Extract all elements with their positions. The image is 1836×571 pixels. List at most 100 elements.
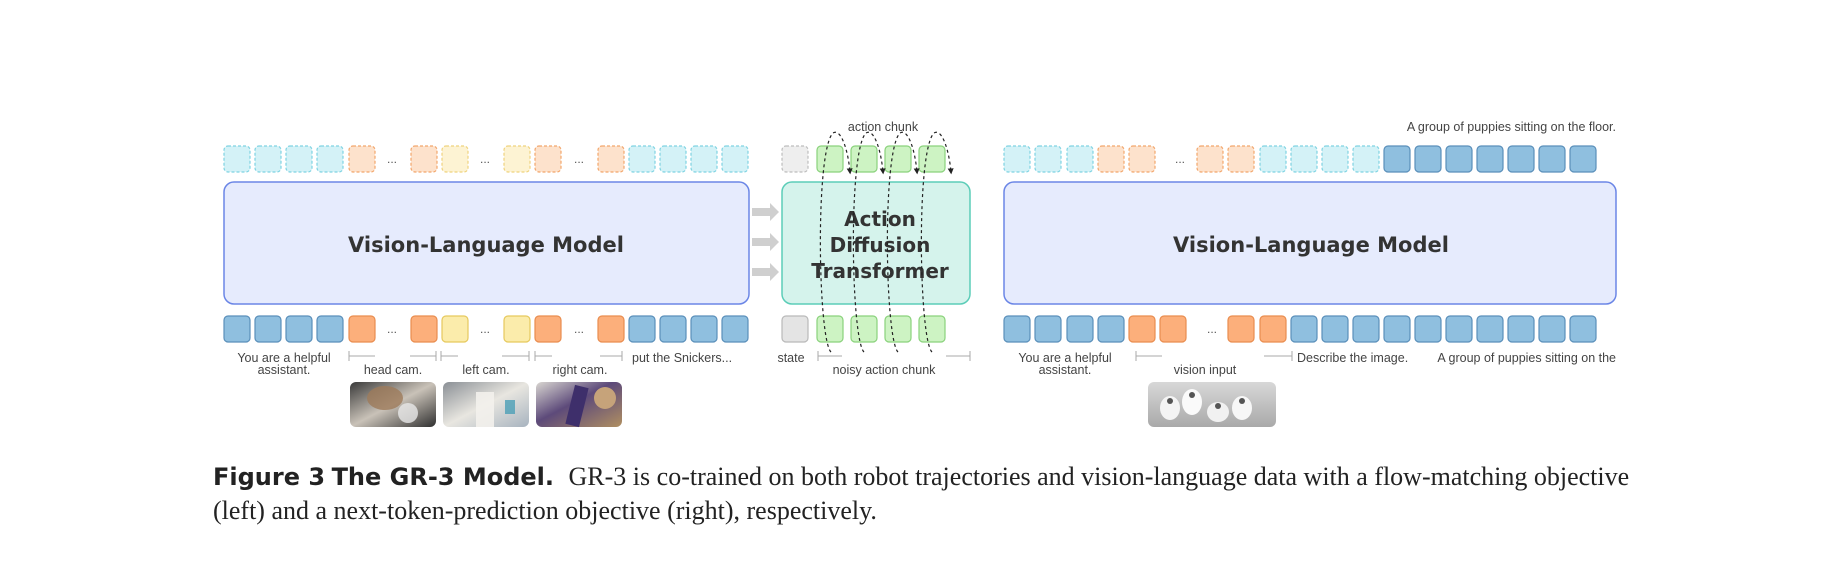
token	[690, 315, 718, 343]
token	[1352, 315, 1380, 343]
right-output-caption: A group of puppies sitting on the floor.	[1407, 120, 1616, 134]
action-chunk-label: action chunk	[848, 120, 919, 134]
figure-title: The GR-3 Model.	[331, 463, 555, 491]
right-prompt-text: assistant.	[1039, 363, 1092, 377]
figure-caption-body: GR-3 is co-trained on both robot traject…	[213, 462, 1630, 525]
token	[1569, 145, 1597, 173]
token	[348, 145, 376, 173]
puppies-image	[1148, 382, 1276, 427]
token	[1476, 145, 1504, 173]
head-cam-label: head cam.	[364, 363, 422, 377]
token	[690, 145, 718, 173]
token	[1227, 315, 1255, 343]
token	[1445, 145, 1473, 173]
token	[503, 145, 531, 173]
token	[628, 315, 656, 343]
action-dit-box	[781, 181, 971, 305]
token	[1097, 145, 1125, 173]
token	[781, 145, 809, 173]
token	[781, 315, 809, 343]
token	[1414, 315, 1442, 343]
right-cam-label: right cam.	[553, 363, 608, 377]
left-vlm-group: Vision-Language Model ... ... ... ... ..…	[223, 145, 750, 428]
right-ellipsis: ...	[1175, 152, 1185, 166]
action-dit-label: Transformer	[811, 259, 949, 283]
token	[1321, 145, 1349, 173]
token	[285, 315, 313, 343]
token	[918, 315, 946, 343]
token	[348, 315, 376, 343]
architecture-diagram: Vision-Language Model ... ... ... ... ..…	[223, 120, 1617, 428]
token	[1227, 145, 1255, 173]
token	[1507, 145, 1535, 173]
token	[1128, 145, 1156, 173]
left-cam-image	[443, 382, 529, 427]
token	[1476, 315, 1504, 343]
token	[597, 145, 625, 173]
token	[1003, 315, 1031, 343]
question-text: Describe the image.	[1297, 351, 1408, 365]
token	[441, 315, 469, 343]
left-prompt-text: assistant.	[258, 363, 311, 377]
token	[816, 315, 844, 343]
left-cam-label: left cam.	[462, 363, 509, 377]
token	[410, 145, 438, 173]
token	[850, 145, 878, 173]
connector-arrows	[752, 203, 779, 281]
head-cam-image	[350, 382, 436, 427]
right-prompt-text: You are a helpful	[1018, 351, 1111, 365]
token	[850, 315, 878, 343]
noisy-chunk-bracket	[817, 351, 971, 361]
token	[316, 145, 344, 173]
left-ellipsis: ...	[480, 152, 490, 166]
token	[659, 145, 687, 173]
right-vlm-group: A group of puppies sitting on the floor.…	[1003, 120, 1617, 427]
token	[1569, 315, 1597, 343]
action-dit-label: Action	[844, 207, 916, 231]
action-output-tokens	[781, 145, 946, 173]
token	[1128, 315, 1156, 343]
answer-text: A group of puppies sitting on the	[1437, 351, 1616, 365]
token	[1538, 315, 1566, 343]
token	[884, 145, 912, 173]
token	[1445, 315, 1473, 343]
token	[223, 315, 251, 343]
left-ellipsis: ...	[574, 322, 584, 336]
left-ellipsis: ...	[574, 152, 584, 166]
token	[223, 145, 251, 173]
token	[884, 315, 912, 343]
token	[1290, 315, 1318, 343]
noisy-action-chunk-label: noisy action chunk	[833, 363, 937, 377]
token	[1259, 315, 1287, 343]
token	[254, 145, 282, 173]
state-label: state	[777, 351, 804, 365]
left-vlm-box	[223, 181, 750, 305]
token	[1538, 145, 1566, 173]
action-dit-label: Diffusion	[830, 233, 931, 257]
token	[628, 145, 656, 173]
token	[1066, 145, 1094, 173]
vision-input-label: vision input	[1174, 363, 1237, 377]
token	[1290, 145, 1318, 173]
token	[441, 145, 469, 173]
left-ellipsis: ...	[387, 152, 397, 166]
token	[1034, 145, 1062, 173]
token	[1034, 315, 1062, 343]
token	[1507, 315, 1535, 343]
vision-input-bracket	[1135, 351, 1293, 361]
right-cam-image	[536, 382, 622, 428]
token	[1352, 145, 1380, 173]
instruction-text: put the Snickers...	[632, 351, 732, 365]
left-ellipsis: ...	[387, 322, 397, 336]
token	[1196, 145, 1224, 173]
token	[721, 315, 749, 343]
left-prompt-text: You are a helpful	[237, 351, 330, 365]
action-input-tokens	[781, 315, 946, 343]
token	[1003, 145, 1031, 173]
token	[1383, 145, 1411, 173]
camera-brackets	[348, 351, 623, 361]
token	[1066, 315, 1094, 343]
right-vlm-box	[1003, 181, 1617, 305]
left-input-tokens	[223, 315, 749, 343]
token	[1159, 315, 1187, 343]
